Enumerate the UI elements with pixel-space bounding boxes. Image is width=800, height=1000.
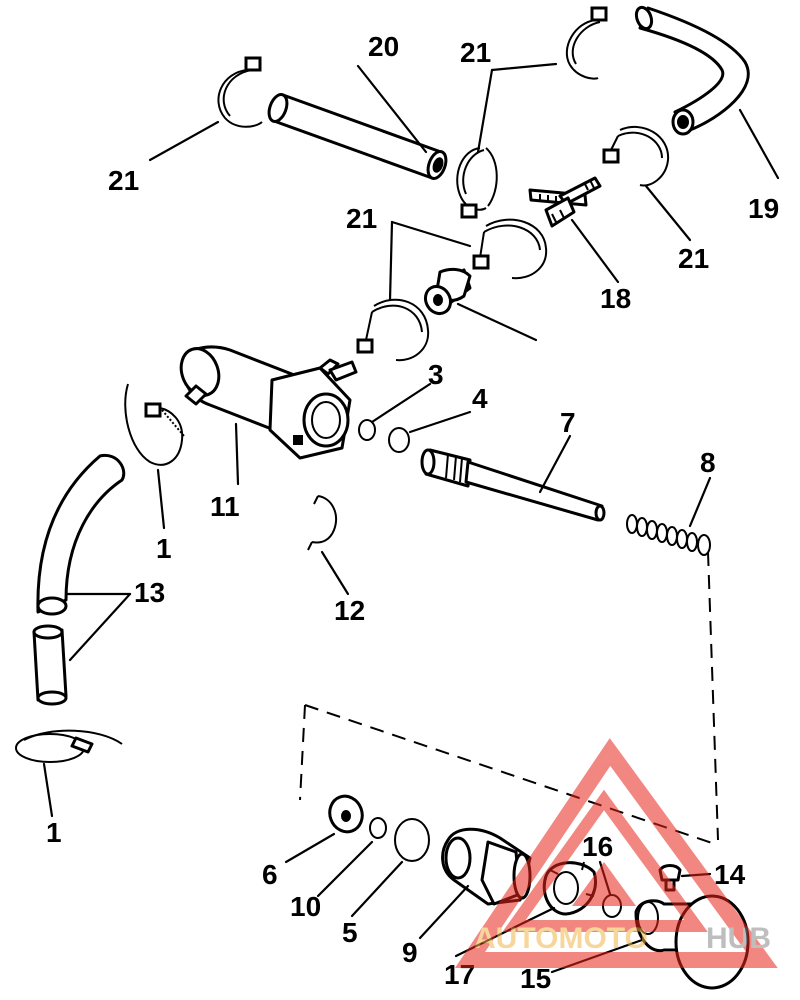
watermark-triangle-outer [454, 738, 778, 968]
callout-9: 9 [402, 937, 418, 968]
part-3-o-ring [358, 419, 376, 441]
part-20-hose [267, 93, 448, 180]
part-21-clamp-top-right [565, 6, 608, 80]
part-21-clamp-right [602, 125, 670, 187]
part-21-clamp-top-left [217, 56, 263, 128]
callout-18: 18 [600, 283, 631, 314]
callout-4: 4 [472, 383, 488, 414]
callout-1-lower: 1 [46, 817, 62, 848]
part-22-sleeve [423, 267, 472, 316]
callout-21-top: 21 [460, 37, 491, 68]
callout-21-right: 21 [678, 243, 709, 274]
callout-21-center: 21 [346, 203, 377, 234]
part-13-hose-lower [32, 624, 68, 706]
watermark-logo: AUTOMOTO HUB [454, 738, 778, 968]
callout-12: 12 [334, 595, 365, 626]
part-6-washer [328, 794, 364, 834]
part-5-o-ring [394, 818, 430, 862]
callout-21-left: 21 [108, 165, 139, 196]
part-4-o-ring [388, 427, 410, 453]
callout-labels: 20 21 21 19 21 21 18 3 4 7 8 11 12 1 13 … [46, 31, 779, 994]
callout-15: 15 [520, 963, 551, 994]
watermark-text-primary: AUTOMOTO [474, 922, 648, 955]
callout-8: 8 [700, 447, 716, 478]
part-10-o-ring [369, 817, 387, 839]
part-1-clamp-lower [15, 729, 123, 763]
callout-5: 5 [342, 917, 358, 948]
watermark-text-secondary: HUB [706, 922, 771, 955]
callout-7: 7 [560, 407, 576, 438]
callout-6: 6 [262, 859, 278, 890]
callout-11: 11 [210, 491, 240, 522]
part-19-bent-hose [634, 5, 750, 136]
watermark-triangle-center [572, 862, 636, 906]
part-21-clamp-mid-right [472, 218, 548, 280]
part-21-clamp-mid-left [356, 298, 430, 362]
assembly-guide-lines [299, 551, 719, 844]
watermark-triangle-inner [502, 789, 708, 932]
part-1-clamp-upper [124, 383, 185, 466]
callout-16: 16 [582, 831, 613, 862]
callout-14: 14 [714, 859, 746, 890]
callout-3: 3 [428, 359, 444, 390]
part-13-hose-upper [36, 453, 126, 616]
callout-19: 19 [748, 193, 779, 224]
part-12-retaining-clip [307, 495, 337, 551]
part-8-spring [626, 514, 711, 556]
part-18-tee-fitting [528, 176, 602, 228]
callout-10: 10 [290, 891, 321, 922]
callout-20: 20 [368, 31, 399, 62]
part-7-valve-stem [420, 448, 606, 522]
callout-1-upper: 1 [156, 533, 172, 564]
callout-13: 13 [134, 577, 165, 608]
part-21-clamp-center [456, 147, 498, 219]
part-11-valve-housing [179, 345, 358, 460]
